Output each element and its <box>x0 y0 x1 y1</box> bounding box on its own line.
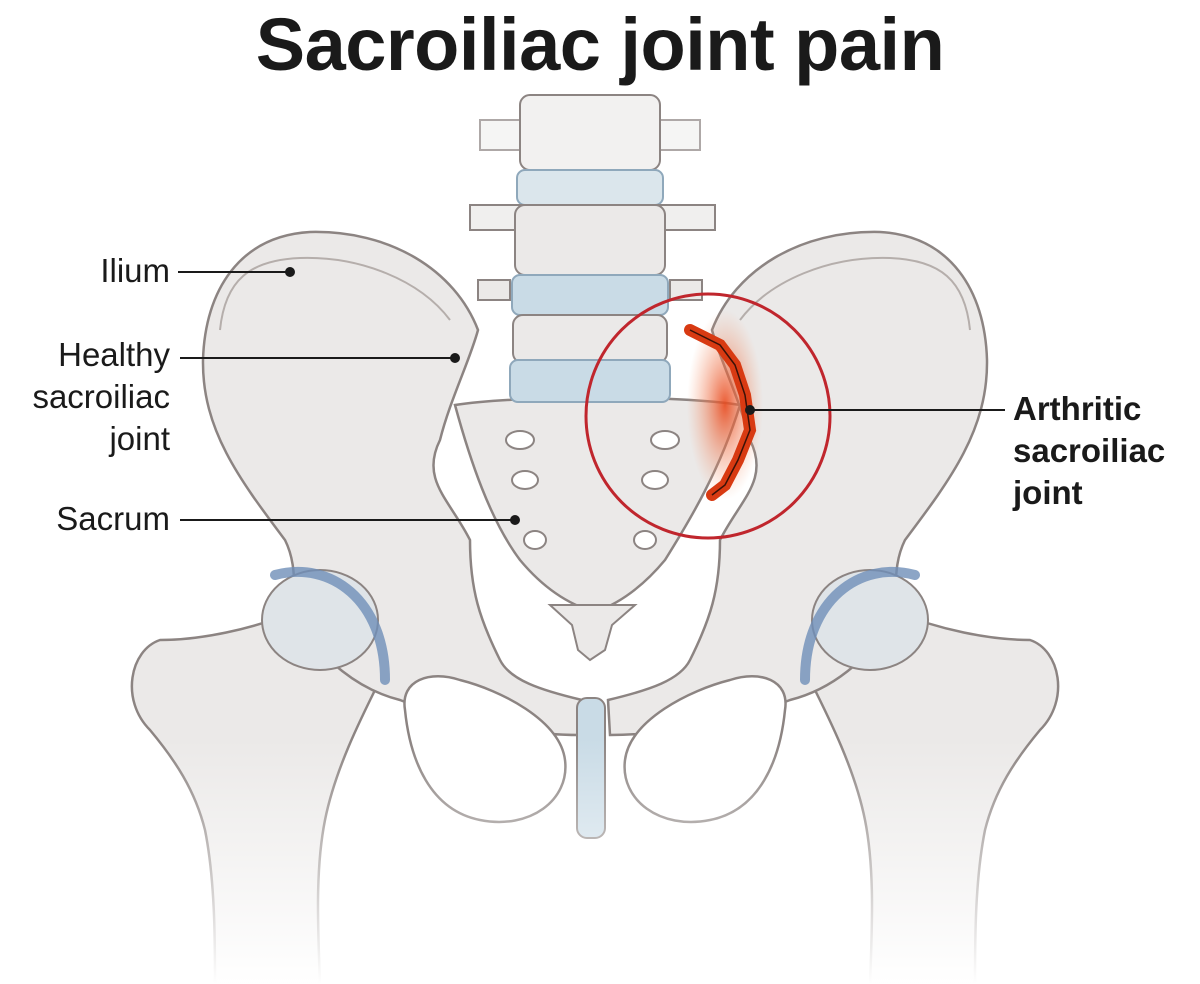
label-line: Arthritic <box>1013 390 1142 427</box>
label-healthy-joint: Healthy sacroiliac joint <box>0 334 170 460</box>
label-line: joint <box>1013 474 1083 511</box>
label-line: joint <box>109 420 170 457</box>
label-arthritic-joint: Arthritic sacroiliac joint <box>1013 388 1200 514</box>
label-line: sacroiliac <box>1013 432 1166 469</box>
label-sacrum: Sacrum <box>56 500 170 537</box>
label-line: Healthy <box>58 336 170 373</box>
page-title: Sacroiliac joint pain <box>255 3 945 86</box>
label-ilium: Ilium <box>100 252 170 289</box>
label-line: sacroiliac <box>32 378 170 415</box>
